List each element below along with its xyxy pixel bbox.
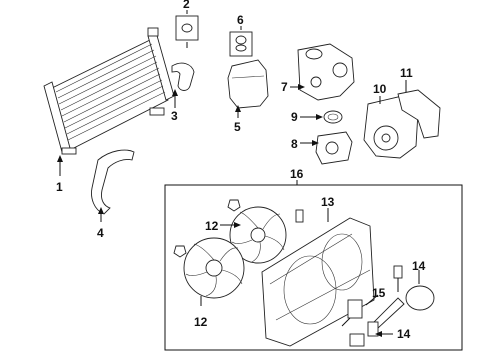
callout-5: 5 — [234, 120, 241, 134]
nut — [173, 245, 187, 258]
clip — [295, 209, 304, 223]
callout-1: 1 — [56, 180, 63, 194]
fan-shroud — [261, 217, 375, 347]
fan-blade-lower — [183, 237, 245, 299]
fan-connector — [349, 321, 379, 347]
callout-7: 7 — [281, 80, 288, 94]
callout-9: 9 — [291, 110, 298, 124]
callout-12-lower: 12 — [194, 315, 208, 329]
fan-blade-upper — [229, 206, 287, 264]
reservoir-cap — [229, 31, 253, 57]
callout-6: 6 — [237, 13, 244, 27]
leader-lines — [57, 10, 420, 337]
radiator — [43, 27, 175, 155]
lower-radiator-hose — [91, 149, 135, 215]
callout-12-upper: 12 — [205, 219, 219, 233]
callout-14-upper: 14 — [412, 259, 426, 273]
fan-motor — [371, 285, 435, 329]
thermostat — [315, 131, 353, 165]
coolant-reservoir — [227, 59, 269, 109]
thermostat-housing — [297, 43, 355, 101]
callout-2: 2 — [183, 0, 190, 11]
radiator-cap — [175, 15, 199, 48]
upper-radiator-hose — [171, 62, 195, 91]
callout-15: 15 — [372, 286, 386, 300]
nut — [227, 199, 241, 212]
callout-13: 13 — [321, 195, 335, 209]
callout-8: 8 — [291, 137, 298, 151]
thermostat-gasket — [323, 110, 343, 124]
callout-labels: 1 2 3 4 5 6 7 8 9 10 11 12 12 13 14 14 1… — [56, 0, 426, 341]
callout-10: 10 — [373, 82, 387, 96]
callout-11: 11 — [400, 66, 413, 80]
fan-assembly-group-box — [164, 184, 463, 351]
callout-4: 4 — [97, 226, 104, 240]
callout-16: 16 — [290, 167, 304, 181]
fan-motor-bolt — [393, 265, 403, 292]
callout-14-lower: 14 — [397, 327, 411, 341]
callout-3: 3 — [171, 109, 178, 123]
water-pump-gasket — [397, 89, 441, 139]
fan-resistor — [341, 299, 363, 327]
